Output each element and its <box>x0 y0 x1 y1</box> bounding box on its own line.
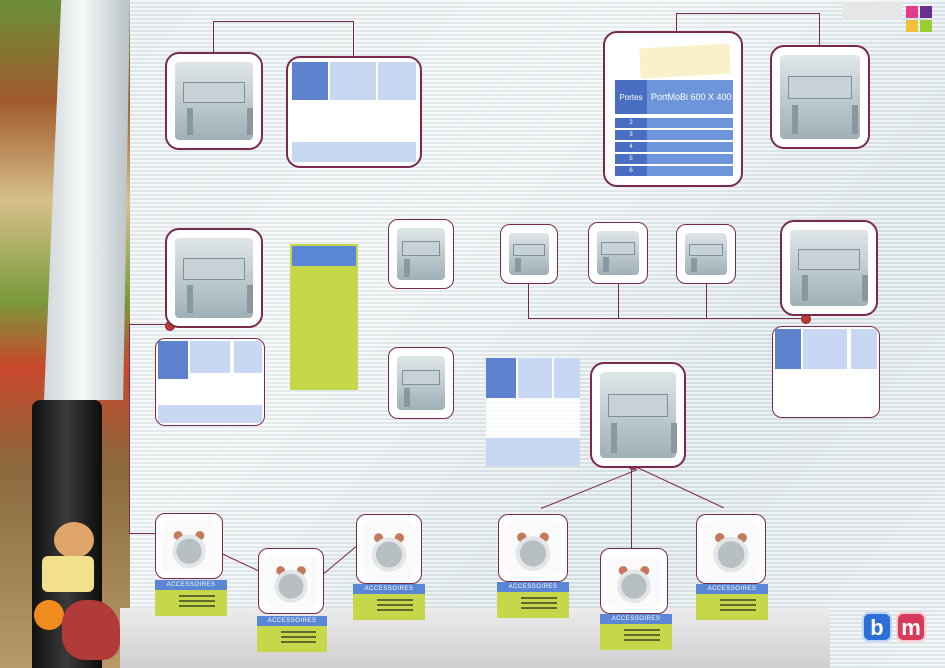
brand-square-icon <box>920 6 932 18</box>
model-tag <box>639 43 731 79</box>
connector-line <box>632 465 724 509</box>
sink-unit-image <box>165 228 263 328</box>
accessory-card-2: ACCESSOIRES <box>257 616 327 652</box>
connector-line <box>631 468 632 552</box>
accessory-card-3: ACCESSOIRES <box>353 584 425 620</box>
connector-line <box>129 324 169 325</box>
porte-row-number: 2 <box>615 118 647 128</box>
egg-image <box>54 522 94 558</box>
accessory-label: ACCESSOIRES <box>696 584 768 594</box>
spec-table-2 <box>155 338 265 426</box>
connector-line <box>819 13 820 47</box>
accessory-card-5: ACCESSOIRES <box>600 614 672 650</box>
spec-table-3 <box>772 326 880 418</box>
brand-logo-b: b <box>862 612 892 642</box>
accessory-image-5 <box>600 548 668 614</box>
connector-line <box>618 284 619 318</box>
accessory-label: ACCESSOIRES <box>257 616 327 626</box>
accessory-label: ACCESSOIRES <box>497 582 569 592</box>
porte-row-number: 5 <box>615 154 647 164</box>
porte-row-number: 3 <box>615 130 647 140</box>
counter-unit-image-3 <box>676 224 736 284</box>
spec-table-4 <box>486 358 580 466</box>
accessory-label: ACCESSOIRES <box>155 580 227 590</box>
connector-line <box>528 318 804 319</box>
spec-table-1 <box>286 56 422 168</box>
counter-unit-image-1 <box>500 224 558 284</box>
accessory-card-1: ACCESSOIRES <box>155 580 227 616</box>
sink-table-image <box>165 52 263 150</box>
connector-line <box>676 13 677 33</box>
accessory-image-4 <box>498 514 568 582</box>
connector-line <box>676 13 820 14</box>
cheese-image <box>42 556 94 592</box>
porte-header-title: PortMoBi 600 X 400 <box>651 92 732 102</box>
brand-logo-m: m <box>896 612 926 642</box>
header-tab <box>842 2 902 20</box>
porte-row-number: 4 <box>615 142 647 152</box>
info-panel <box>290 244 358 390</box>
accessory-label: ACCESSOIRES <box>353 584 425 594</box>
counter-unit-large-image <box>780 220 878 316</box>
sink-unit-small-image-2 <box>388 347 454 419</box>
porte-row-number: 6 <box>615 166 647 176</box>
connector-line <box>528 284 529 318</box>
accessory-image-1 <box>155 513 223 579</box>
brand-square-icon <box>906 20 918 32</box>
connector-line <box>129 324 130 534</box>
accessory-image-6 <box>696 514 766 584</box>
refrigerated-cabinet-image <box>590 362 686 468</box>
brand-square-icon <box>906 6 918 18</box>
orange-image <box>34 600 64 630</box>
connector-line <box>213 21 214 55</box>
accessory-image-2 <box>258 548 324 614</box>
connector-line <box>540 469 638 509</box>
porte-table: Portes PortMoBi 600 X 400 2 3 4 5 6 <box>615 80 733 178</box>
connector-line <box>706 284 707 318</box>
accessory-card-6: ACCESSOIRES <box>696 584 768 620</box>
brand-square-icon <box>920 20 932 32</box>
sink-unit-small-image-1 <box>388 219 454 289</box>
accessory-label: ACCESSOIRES <box>600 614 672 624</box>
accessory-image-3 <box>356 514 422 584</box>
connector-line <box>353 21 354 59</box>
cabinet-image <box>770 45 870 149</box>
counter-unit-image-2 <box>588 222 648 284</box>
accessory-card-4: ACCESSOIRES <box>497 582 569 618</box>
connector-line <box>129 533 159 534</box>
connector-line <box>213 21 354 22</box>
porte-header-label: Portes <box>615 80 647 114</box>
meat-image <box>62 600 120 660</box>
